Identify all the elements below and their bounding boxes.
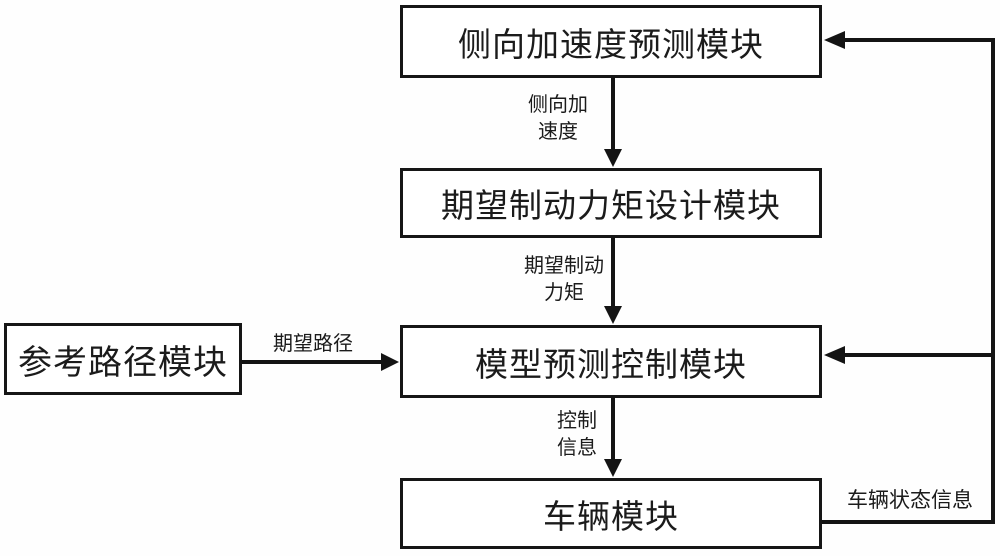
box-model-predictive-control-label: 模型预测控制模块	[475, 345, 747, 383]
arrow-brake-torque	[604, 238, 622, 324]
arrow-control-info	[604, 398, 622, 477]
arrow-desired-path	[242, 353, 399, 371]
edge-label-control-info-line2: 信息	[557, 437, 597, 459]
box-vehicle: 车辆模块	[400, 478, 822, 549]
arrow-vehicle-state-branch	[824, 346, 993, 364]
box-vehicle-label: 车辆模块	[543, 497, 679, 535]
edge-label-desired-path: 期望路径	[265, 331, 361, 358]
edge-label-brake-torque-line2: 力矩	[544, 282, 584, 304]
edge-label-control-info: 控制 信息	[531, 408, 623, 462]
box-brake-torque-design-label: 期望制动力矩设计模块	[441, 187, 781, 224]
edge-label-lateral-accel-line1: 侧向加	[528, 94, 588, 116]
edge-label-lateral-accel-line2: 速度	[538, 121, 578, 143]
box-lateral-accel-prediction: 侧向加速度预测模块	[400, 5, 822, 78]
arrow-vehicle-state-feedback	[822, 31, 995, 524]
edge-label-control-info-line1: 控制	[557, 410, 597, 432]
edge-label-desired-path-text: 期望路径	[273, 333, 353, 355]
box-reference-path-label: 参考路径模块	[18, 343, 228, 382]
box-model-predictive-control: 模型预测控制模块	[400, 325, 822, 398]
arrow-lateral-accel	[604, 78, 622, 167]
box-reference-path: 参考路径模块	[4, 323, 242, 395]
edge-label-lateral-accel: 侧向加 速度	[512, 92, 604, 146]
box-lateral-accel-prediction-label: 侧向加速度预测模块	[458, 25, 764, 63]
edge-label-brake-torque-line1: 期望制动	[524, 255, 604, 277]
edge-label-vehicle-state: 车辆状态信息	[840, 487, 980, 514]
edge-label-brake-torque: 期望制动 力矩	[518, 253, 610, 307]
edge-label-vehicle-state-text: 车辆状态信息	[847, 489, 973, 512]
box-brake-torque-design: 期望制动力矩设计模块	[400, 168, 822, 238]
